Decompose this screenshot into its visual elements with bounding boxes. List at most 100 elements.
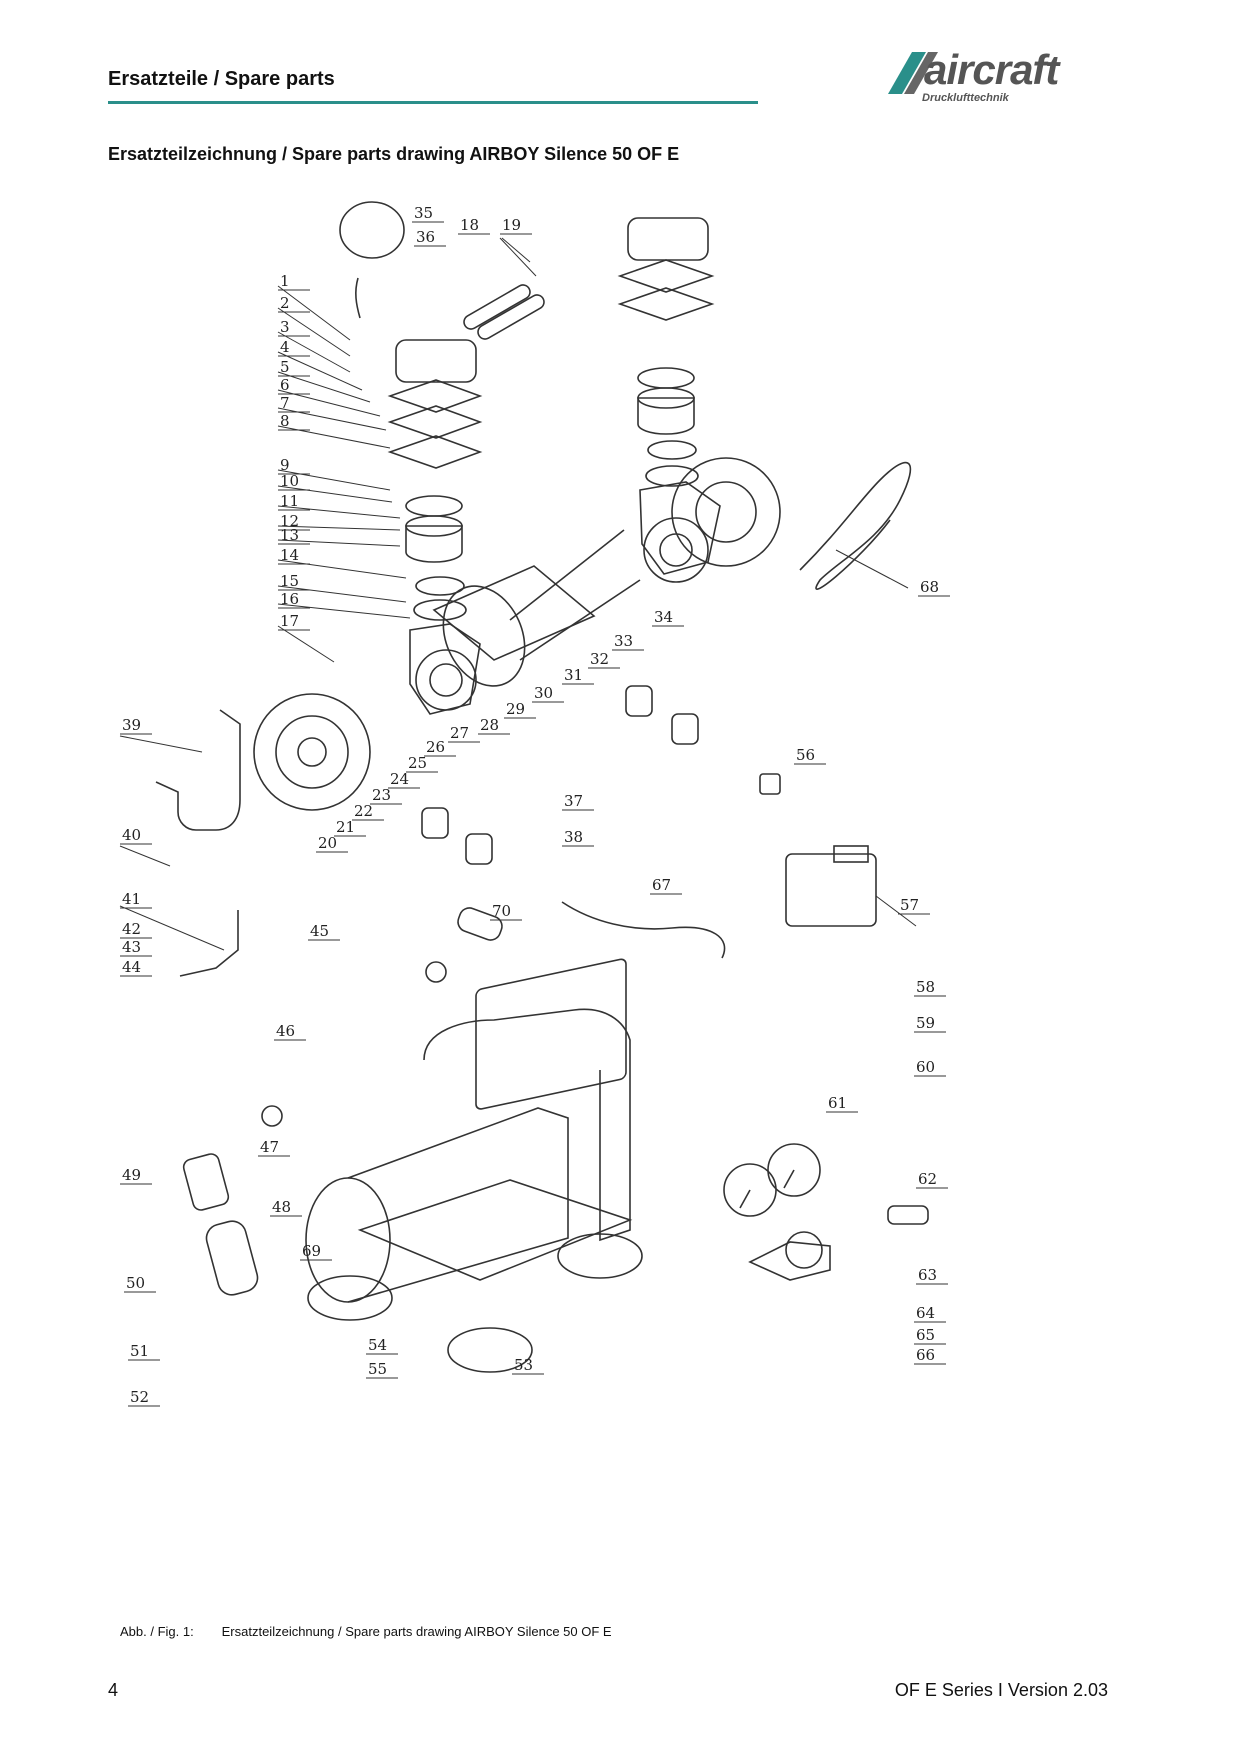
o-ring-left [405,495,463,517]
logo-wordmark: aircraft [924,46,1059,93]
header-rule [108,101,758,104]
fan-cover-left [253,693,371,811]
part-number-label: 23 [372,786,391,804]
cylinder-right [637,397,695,435]
switch-knob [759,773,781,795]
valve-plate-right [617,259,715,293]
piston-ring-left [413,599,467,621]
part-number-label: 35 [414,204,433,222]
part-number-label: 29 [506,700,525,718]
part-number-label: 44 [122,958,141,976]
page-number: 4 [108,1680,119,1700]
cover-50 [205,1220,259,1296]
part-number-label: 16 [280,590,299,608]
part-number-label: 36 [416,228,435,246]
part-number-label: 38 [564,828,583,846]
part-number-label: 31 [564,666,583,684]
part-number-label: 65 [916,1326,935,1344]
part-70 [457,907,503,941]
part-number-label: 11 [280,492,299,510]
part-number-label: 32 [590,650,609,668]
part-number-label: 63 [918,1266,937,1284]
part-number-label: 43 [122,938,141,956]
cylinder-left [405,525,463,563]
part-number-label: 62 [918,1170,937,1188]
logo-mark-icon [888,52,938,94]
part-number-label: 4 [280,338,290,356]
part-number-label: 14 [280,546,299,564]
part-number-label: 19 [502,216,521,234]
part-number-label: 46 [276,1022,295,1040]
part-number-label: 55 [368,1360,387,1378]
part-number-label: 33 [614,632,633,650]
rubber-foot-2 [447,1327,533,1373]
part-number-label: 5 [280,358,290,376]
pressure-switch [785,853,877,927]
part-number-label: 64 [916,1304,935,1322]
part-number-label: 42 [122,920,141,938]
part-number-label: 68 [920,578,939,596]
part-number-label: 20 [318,834,337,852]
release-tube [179,910,239,977]
frame-panel [475,958,627,1110]
base-plate [357,1179,633,1281]
piston-left [415,576,465,596]
valve-plate-left [387,379,483,413]
part-number-label: 61 [828,1094,847,1112]
part-number-label: 2 [280,294,290,312]
part-number-label: 51 [130,1342,149,1360]
part-number-label: 10 [280,472,299,490]
part-number-label: 56 [796,746,815,764]
part-number-label: 57 [900,896,919,914]
part-number-label: 8 [280,412,290,430]
part-number-label: 37 [564,792,583,810]
part-number-label: 21 [336,818,355,836]
frame-handle [423,1008,631,1242]
part-number-label: 30 [534,684,553,702]
gasket-left [387,405,483,439]
part-number-label: 69 [302,1242,321,1260]
page-header-title: Ersatzteile / Spare parts [108,68,335,90]
pressure-regulator [785,1231,823,1269]
o-ring-right [637,367,695,389]
exploded-view-diagram: 1234567891011121314151617181920212223242… [119,201,950,1407]
part-number-label: 53 [514,1356,533,1374]
part-number-label: 3 [280,318,290,336]
rubber-foot-1 [307,1275,393,1321]
logo-subtitle: Drucklufttechnik [922,92,1009,104]
part-number-label: 52 [130,1388,149,1406]
part-number-label: 27 [450,724,469,742]
part-number-label: 6 [280,376,290,394]
part-number-label: 58 [916,978,935,996]
transfer-tube-1 [463,284,531,330]
fan-cover-right [671,457,781,567]
part-number-label: 1 [280,272,290,290]
part-number-label: 39 [122,716,141,734]
caption-label: Abb. / Fig. 1: [120,1624,194,1639]
cylinder-head-left [395,339,477,383]
part-number-label: 70 [492,902,511,920]
part-number-label: 66 [916,1346,935,1364]
part-number-label: 40 [122,826,141,844]
part-number-label: 9 [280,456,290,474]
spiral-cable [561,901,726,959]
quick-coupler [887,1205,929,1225]
part-number-label: 17 [280,612,299,630]
version-label: OF E Series I Version 2.03 [894,1680,1108,1700]
cap-47 [261,1105,283,1127]
part-number-label: 26 [426,738,445,756]
part-number-label: 28 [480,716,499,734]
rubber-foot-3 [557,1233,643,1279]
pressure-gauge-2 [767,1143,821,1197]
part-number-label: 41 [122,890,141,908]
valve-plate-left-2 [387,435,483,469]
discharge-tube [155,709,241,831]
part-number-label: 25 [408,754,427,772]
caption-text: Ersatzteilzeichnung / Spare parts drawin… [221,1624,612,1639]
part-number-label: 13 [280,526,299,544]
part-number-label: 59 [916,1014,935,1032]
part-number-label: 45 [310,922,329,940]
part-number-label: 22 [354,802,373,820]
